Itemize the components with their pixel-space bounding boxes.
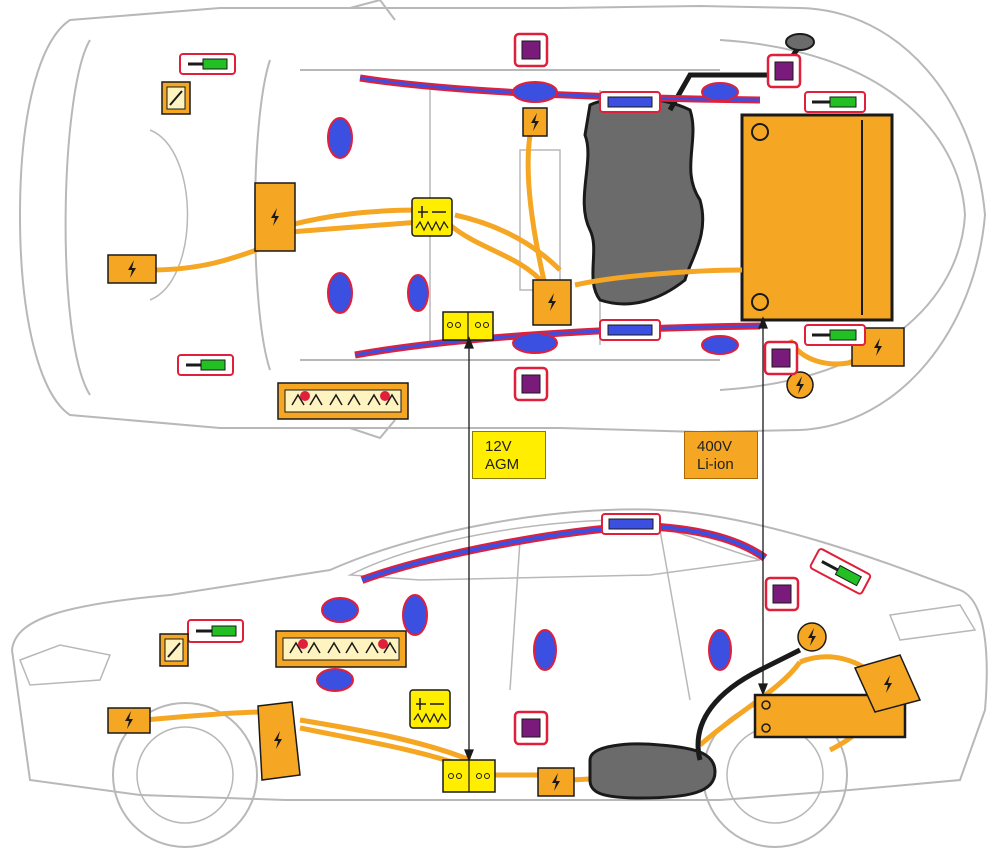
hv-component-side-4 bbox=[853, 654, 922, 713]
control-sensors-top bbox=[513, 32, 802, 402]
seatbelt-tensioners-top bbox=[177, 53, 866, 376]
fuel-cap-top bbox=[785, 33, 815, 51]
hv-disconnect-side bbox=[797, 622, 827, 652]
label-12v-type: AGM bbox=[485, 456, 520, 473]
airbags-side bbox=[316, 594, 732, 692]
hv-component-top-5 bbox=[851, 327, 905, 367]
hv-battery-top bbox=[740, 113, 894, 322]
battery-12v-side bbox=[442, 759, 496, 793]
hv-cables-top bbox=[149, 134, 861, 367]
hv-component-side-3 bbox=[537, 767, 575, 797]
hv-component-top-3 bbox=[522, 107, 548, 137]
gas-generator-top-1 bbox=[599, 91, 661, 113]
hv-component-top-2 bbox=[107, 254, 157, 284]
rollover-protection-side bbox=[275, 630, 407, 668]
hv-component-side-2 bbox=[257, 701, 301, 781]
curtain-airbag-top-right bbox=[354, 322, 761, 359]
connector-12v bbox=[464, 336, 474, 762]
gas-generator-side bbox=[601, 513, 661, 535]
label-400v-type: Li-ion bbox=[697, 456, 734, 473]
hv-component-top-1 bbox=[254, 182, 296, 252]
label-12v-voltage: 12V bbox=[485, 438, 512, 455]
hv-disconnect-top bbox=[786, 371, 814, 399]
fuel-filler-side bbox=[695, 647, 802, 761]
pyro-fuse-side bbox=[159, 633, 189, 667]
fuel-tank-top bbox=[582, 96, 705, 306]
label-12v-agm: 12V AGM bbox=[472, 431, 546, 479]
rollover-protection-top bbox=[277, 382, 409, 420]
label-400v-li-ion: 400V Li-ion bbox=[684, 431, 758, 479]
battery-12v-top bbox=[442, 311, 494, 341]
hv-component-side-1 bbox=[107, 707, 151, 734]
fuel-tank-side bbox=[588, 742, 717, 800]
gas-generator-top-2 bbox=[599, 319, 661, 341]
curtain-airbag-top-left bbox=[359, 74, 761, 104]
gas-generator-symbol-top bbox=[411, 197, 453, 237]
control-sensors-side bbox=[513, 576, 800, 746]
hv-component-top-4 bbox=[532, 279, 572, 326]
gas-generator-symbol-side bbox=[409, 689, 451, 729]
airbags-top bbox=[327, 81, 739, 355]
seatbelt-tensioners-side bbox=[187, 548, 872, 643]
label-400v-voltage: 400V bbox=[697, 438, 733, 455]
connector-400v bbox=[758, 316, 768, 696]
pyro-fuse-top bbox=[161, 81, 191, 115]
